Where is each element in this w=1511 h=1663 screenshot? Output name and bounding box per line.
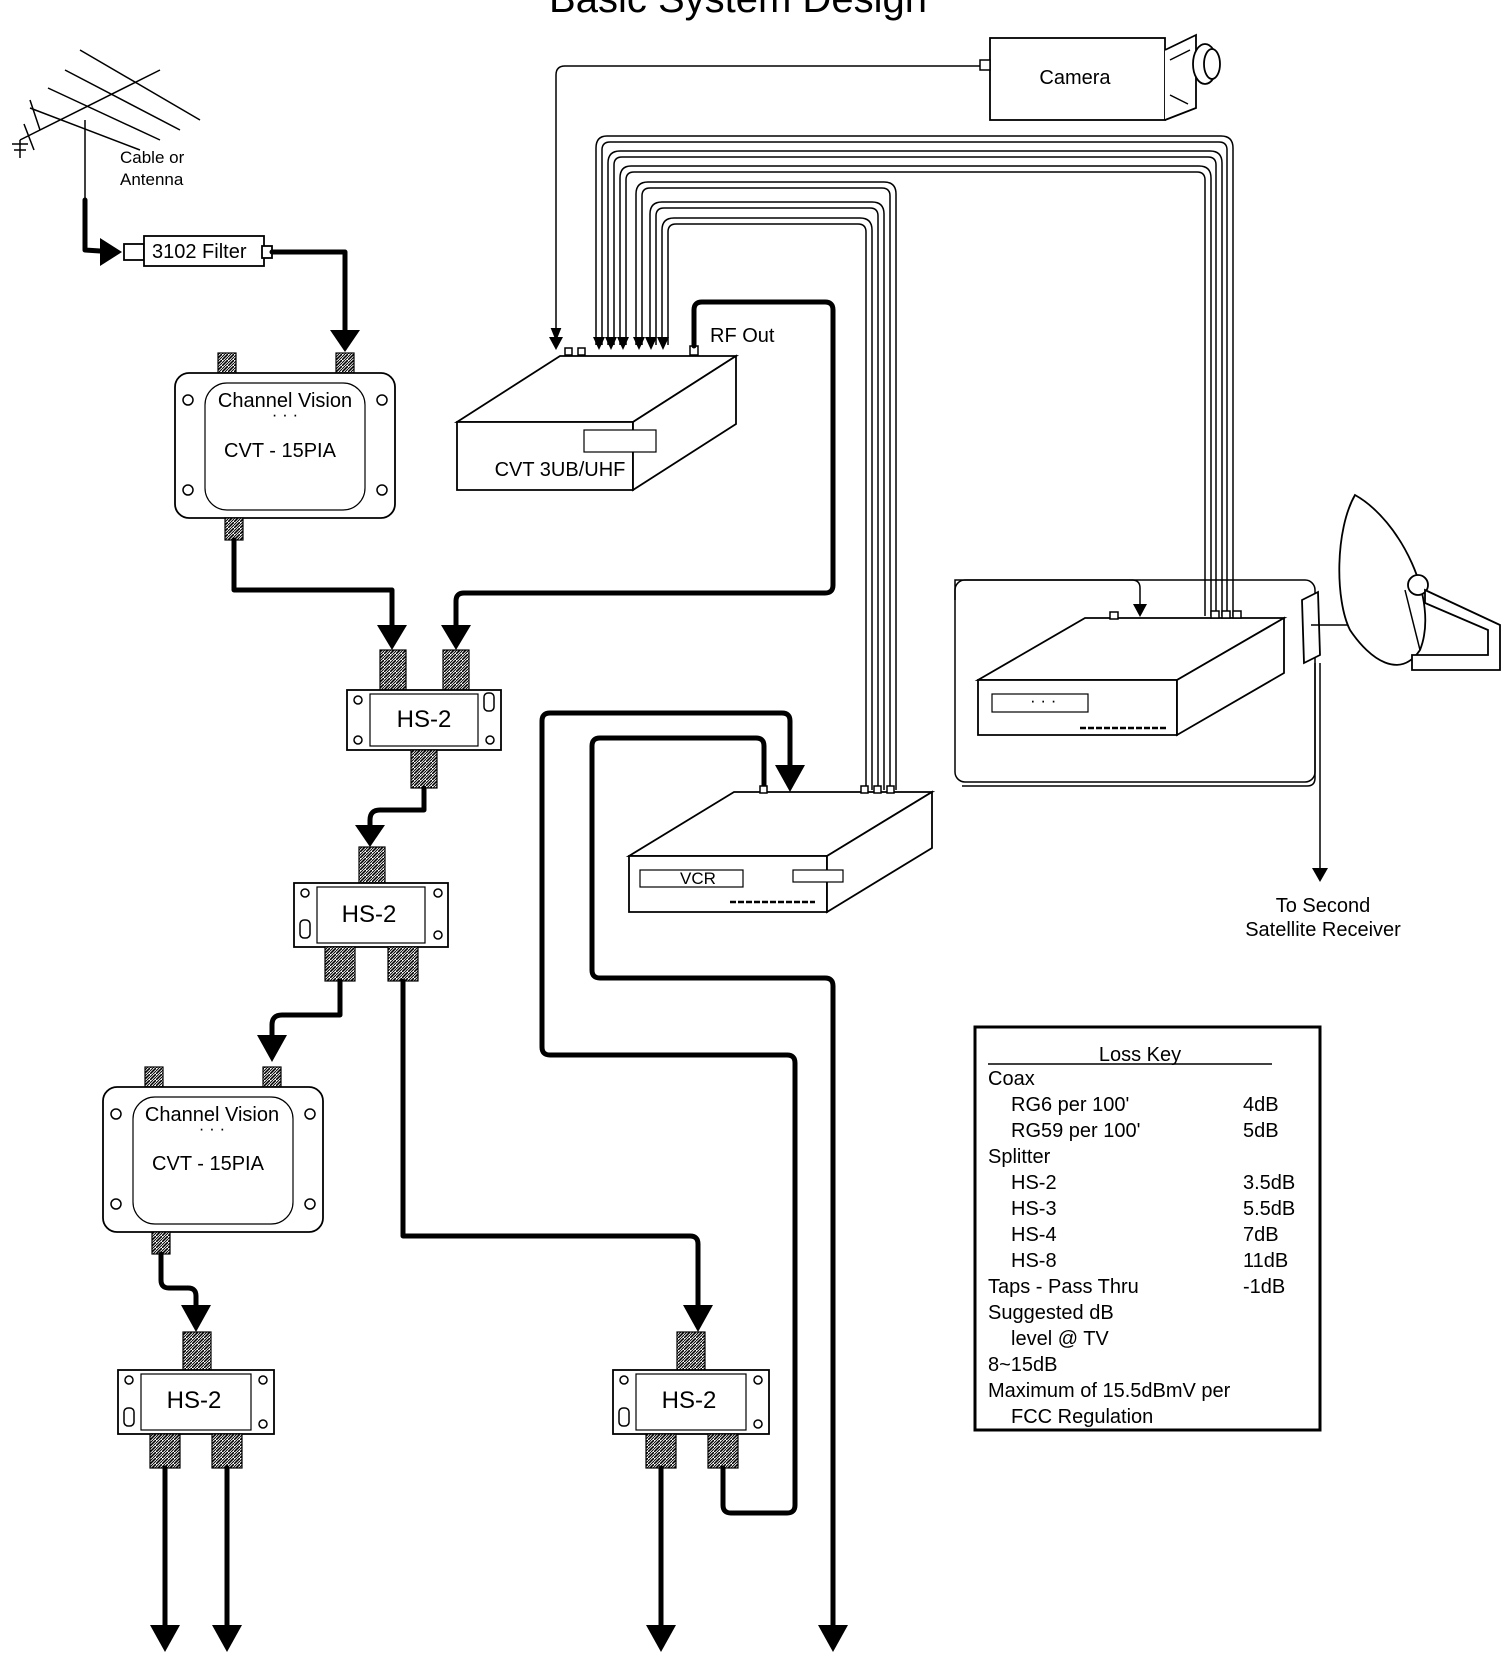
antenna-icon <box>12 49 201 200</box>
second-satellite-line1: To Second <box>1276 895 1371 917</box>
loss-key-row-label: Coax <box>988 1068 1035 1090</box>
loss-key-row-value: 4dB <box>1243 1094 1279 1116</box>
arrow-icon <box>646 1625 676 1652</box>
satellite-dish-icon <box>1301 493 1501 671</box>
antenna-label-line2: Antenna <box>120 170 184 189</box>
cvt-3ub-uhf: CVT 3UB/UHF <box>453 337 740 492</box>
antenna-label-line1: Cable or <box>120 148 185 167</box>
modulator-2-model: CVT - 15PIA <box>152 1153 265 1175</box>
splitter-3-label: HS-2 <box>167 1387 222 1414</box>
diagram-title: Basic System Design <box>549 0 927 21</box>
modulator-2-brand: Channel Vision <box>145 1104 279 1126</box>
arrow-icon <box>775 765 805 792</box>
loss-key-row-label: HS-3 <box>1011 1198 1057 1220</box>
splitter-1: HS-2 <box>346 649 502 789</box>
second-satellite-line2: Satellite Receiver <box>1245 919 1401 941</box>
splitter-4: HS-2 <box>612 1331 770 1469</box>
arrow-icon <box>683 1305 713 1332</box>
splitter-2: HS-2 <box>293 846 449 982</box>
arrow-icon <box>212 1625 242 1652</box>
splitter-1-label: HS-2 <box>397 706 452 733</box>
loss-key-row-label: HS-4 <box>1011 1224 1057 1246</box>
loss-key-title: Loss Key <box>1099 1044 1181 1066</box>
rf-out-label: RF Out <box>710 325 775 347</box>
splitter-2-label: HS-2 <box>342 901 397 928</box>
arrow-icon <box>1312 868 1328 882</box>
satellite-cables <box>595 135 1234 616</box>
camera-label: Camera <box>1039 67 1111 89</box>
loss-key-row-value: -1dB <box>1243 1276 1285 1298</box>
loss-key-row-label: 8~15dB <box>988 1354 1058 1376</box>
satellite-receiver: · · · <box>954 579 1316 783</box>
splitter-4-label: HS-2 <box>662 1387 717 1414</box>
loss-key-row-label: Maximum of 15.5dBmV per <box>988 1380 1231 1402</box>
arrow-icon <box>441 625 471 650</box>
arrow-icon <box>150 1625 180 1652</box>
loss-key-row-label: Suggested dB <box>988 1302 1114 1324</box>
loss-key-row-value: 11dB <box>1243 1250 1288 1272</box>
cvt-label: CVT 3UB/UHF <box>495 459 626 481</box>
vcr-label: VCR <box>680 869 716 888</box>
modulator-1-brand: Channel Vision <box>218 390 352 412</box>
loss-key-row-label: RG59 per 100' <box>1011 1120 1140 1142</box>
loss-key-row-label: level @ TV <box>1011 1328 1109 1350</box>
loss-key-row-value: 3.5dB <box>1243 1172 1295 1194</box>
arrow-icon <box>181 1305 211 1332</box>
modulator-1-model: CVT - 15PIA <box>224 440 337 462</box>
filter-label: 3102 Filter <box>152 241 247 263</box>
vcr-cables <box>635 181 897 790</box>
loss-key-row-label: HS-2 <box>1011 1172 1057 1194</box>
loss-key-row-value: 7dB <box>1243 1224 1279 1246</box>
loss-key-row-value: 5dB <box>1243 1120 1279 1142</box>
svg-text:· · ·: · · · <box>199 1119 225 1138</box>
vcr: VCR <box>625 785 936 914</box>
arrow-icon <box>818 1625 848 1652</box>
arrow-icon <box>355 825 385 847</box>
modulator-2: Channel Vision · · · CVT - 15PIA <box>102 1066 324 1255</box>
loss-key-row-label: RG6 per 100' <box>1011 1094 1129 1116</box>
arrow-icon <box>330 330 360 352</box>
loss-key-row-value: 5.5dB <box>1243 1198 1295 1220</box>
loss-key-row-label: Taps - Pass Thru <box>988 1276 1139 1298</box>
arrow-icon <box>257 1035 287 1062</box>
camera: Camera <box>979 33 1221 121</box>
loss-key-row-label: HS-8 <box>1011 1250 1057 1272</box>
splitter-3: HS-2 <box>117 1331 275 1469</box>
modulator-1: Channel Vision · · · CVT - 15PIA <box>174 352 396 541</box>
svg-text:· · ·: · · · <box>272 405 298 424</box>
svg-text:· · ·: · · · <box>1030 691 1056 710</box>
loss-key-row-label: FCC Regulation <box>1011 1406 1153 1428</box>
filter-3102: 3102 Filter <box>123 235 273 267</box>
arrow-icon <box>100 238 122 266</box>
arrow-icon <box>377 625 407 650</box>
loss-key-row-label: Splitter <box>988 1146 1051 1168</box>
